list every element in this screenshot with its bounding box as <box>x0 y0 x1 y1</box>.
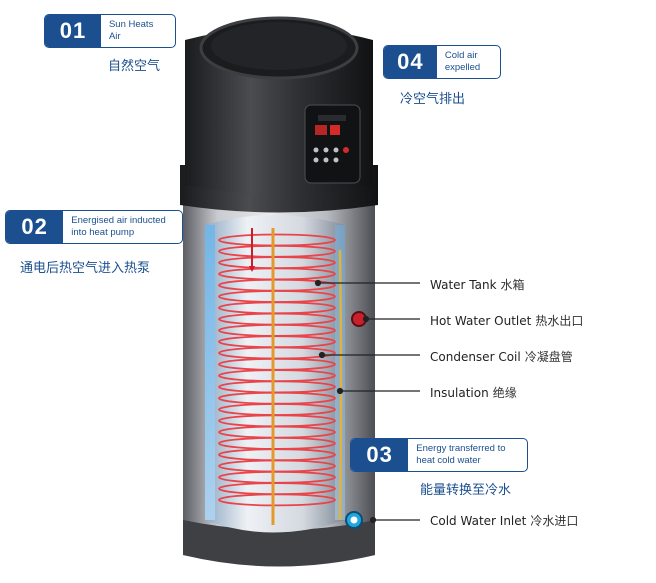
label-cn: 冷凝盘管 <box>524 350 573 364</box>
step-caption-cn: 能量转换至冷水 <box>420 483 512 498</box>
label-cn: 绝缘 <box>492 386 517 400</box>
label-en: Hot Water Outlet <box>430 314 532 328</box>
step-number: 04 <box>384 46 437 78</box>
step-number: 02 <box>6 211 64 243</box>
step-number: 03 <box>351 439 409 471</box>
label-en: Water Tank <box>430 278 497 292</box>
label-cn: 冷水进口 <box>530 514 579 528</box>
insulation-layer <box>205 225 215 520</box>
step-caption-cn: 自然空气 <box>108 59 161 74</box>
step-04: 04 Cold air expelled <box>383 45 501 79</box>
label-en: Cold Water Inlet <box>430 514 527 528</box>
step-caption-cn: 冷空气排出 <box>400 92 466 107</box>
step-01: 01 Sun Heats Air <box>44 14 176 48</box>
step-description: Energised air inducted into heat pump <box>71 215 166 238</box>
label-en: Insulation <box>430 386 489 400</box>
step-description: Sun Heats Air <box>108 19 154 42</box>
control-panel <box>304 104 361 184</box>
tank-base <box>183 520 375 567</box>
water-tank <box>205 215 345 533</box>
label-cn: 热水出口 <box>535 314 584 328</box>
step-caption-cn: 通电后热空气进入热泵 <box>20 261 151 276</box>
label-en: Condenser Coil <box>430 350 521 364</box>
step-description: Cold air expelled <box>444 50 481 73</box>
step-02: 02 Energised air inducted into heat pump <box>5 210 183 244</box>
step-03: 03 Energy transferred to heat cold water <box>350 438 528 472</box>
step-number: 01 <box>45 15 101 47</box>
step-description: Energy transferred to heat cold water <box>416 443 506 466</box>
condenser-coil <box>218 233 336 507</box>
coil-loop <box>218 493 336 507</box>
label-cn: 水箱 <box>500 278 525 292</box>
